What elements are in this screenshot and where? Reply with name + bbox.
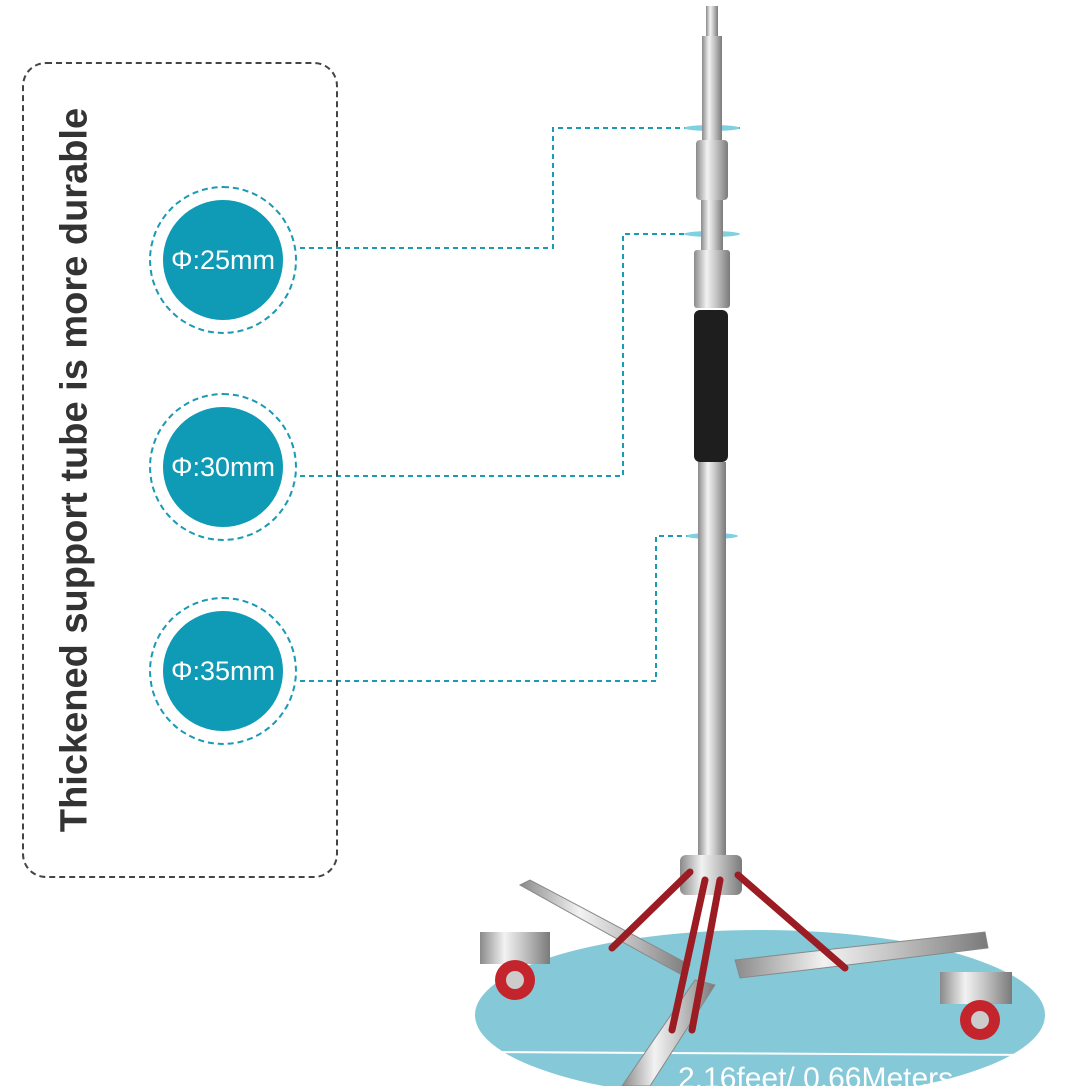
caster-wheel-right	[940, 972, 1012, 1040]
leader-line-30mm	[300, 233, 740, 477]
headline-text: Thickened support tube is more durable	[53, 107, 96, 833]
dimension-line	[477, 1051, 1041, 1056]
base-footprint-ellipse	[475, 930, 1045, 1086]
badge-ring-25mm	[149, 186, 297, 334]
diameter-badge-30mm: Φ:30mm	[163, 407, 283, 527]
caster-wheel-left	[480, 932, 550, 1000]
diameter-badge-35mm: Φ:35mm	[163, 611, 283, 731]
diameter-badge-25mm: Φ:25mm	[163, 200, 283, 320]
leader-line-25mm	[300, 127, 740, 249]
badge-ring-30mm	[149, 393, 297, 541]
leader-line-35mm	[300, 535, 738, 682]
base-dimension-label: 2.16feet/ 0.66Meters	[678, 1062, 954, 1086]
feature-callout-box	[22, 62, 338, 878]
badge-ring-35mm	[149, 597, 297, 745]
